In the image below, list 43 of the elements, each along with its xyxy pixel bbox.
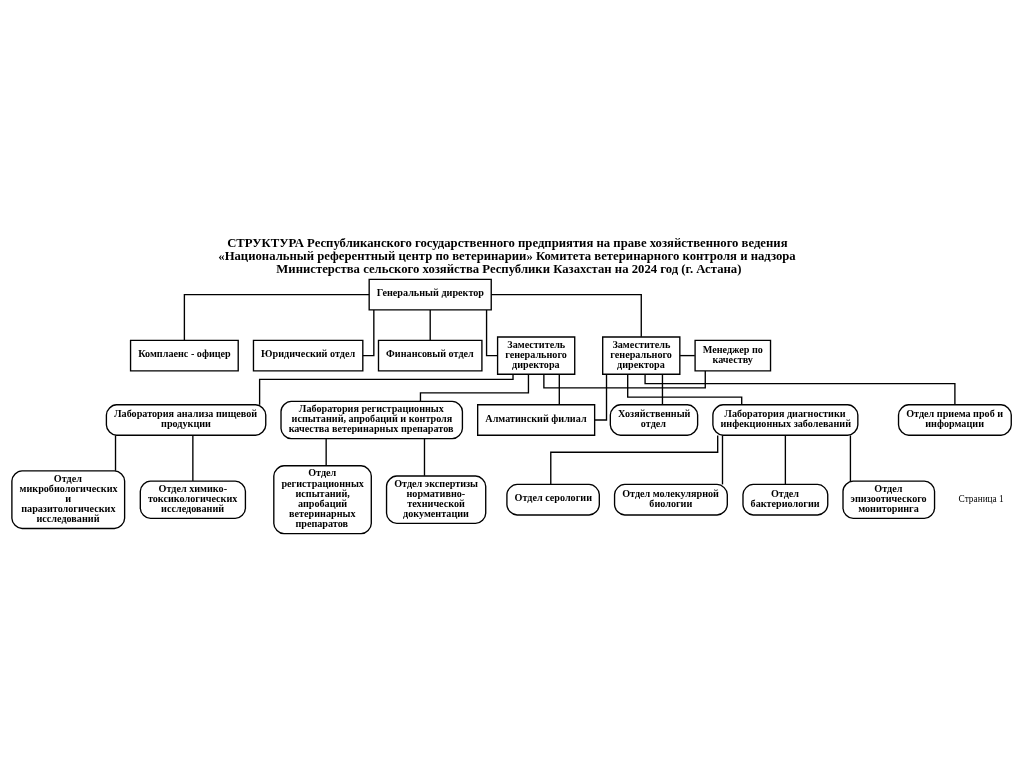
- node-box: Отдел химико-токсикологических исследований: [139, 479, 247, 519]
- connector: [258, 373, 514, 405]
- node-box: Юридический отдел: [252, 339, 364, 372]
- node-box: Генеральный директор: [368, 278, 492, 310]
- connector: [423, 437, 426, 476]
- connector: [114, 434, 117, 471]
- connector: [721, 434, 724, 485]
- connector: [550, 434, 719, 485]
- node-box: Финансовый отдел: [377, 339, 483, 372]
- connector: [558, 373, 560, 405]
- connector: [661, 373, 664, 405]
- connector: [183, 293, 370, 341]
- label: Страница 1: [958, 493, 1004, 504]
- node-box: Отдел регистрационных испытаний, апробаций ветеринарных препаратов: [273, 464, 372, 534]
- node-box: Лаборатория диагностики инфекционных заболеваний: [712, 403, 859, 436]
- connector: [325, 437, 327, 466]
- diagram-title: СТРУКТУРА Республиканского государственного предприятия на праве хозяйственного ведения «Национальный референтный центр по ветеринарии» Комитета ветеринарного контроля и надзора Министерства сельского хозяйства Республики Казахстан на 2024 год (г. Астана): [218, 235, 796, 276]
- connector: [784, 434, 787, 485]
- connector: [543, 369, 706, 388]
- connector: [429, 308, 431, 341]
- node-box: Отдел бактериологии: [742, 483, 829, 516]
- node-box: Менеджер по качеству: [694, 339, 772, 372]
- connector: [627, 373, 743, 405]
- node-box: Заместитель генерального директора: [496, 335, 576, 375]
- connector: [362, 308, 375, 356]
- connector: [192, 434, 194, 482]
- node-box: Лаборатория анализа пищевой продукции: [105, 403, 267, 436]
- node-box: Отдел эпизоотического мониторинга: [842, 479, 936, 519]
- node-box: Отдел приема проб и информации: [897, 403, 1012, 436]
- node-box: Отдел молекулярной биологии: [613, 483, 728, 516]
- connector: [485, 308, 499, 356]
- connector: [490, 293, 642, 337]
- node-box: Комплаенс - офицер: [129, 339, 239, 372]
- connector: [644, 373, 956, 405]
- connector: [849, 434, 852, 482]
- node-box: Хозяйственный отдел: [609, 403, 699, 436]
- node-box: Лаборатория регистрационных испытаний, апробаций и контроля качества ветеринарных препаратов: [280, 400, 464, 439]
- node-box: Алматинский филиал: [477, 403, 596, 436]
- node-box: Отдел экспертизы нормативно-технической документации: [385, 474, 487, 524]
- connector: [419, 373, 530, 402]
- node-box: Отдел серологии: [506, 483, 600, 516]
- node-box: Отдел микробиологических и паразитологических исследований: [11, 469, 126, 529]
- node-box: Заместитель генерального директора: [602, 335, 681, 375]
